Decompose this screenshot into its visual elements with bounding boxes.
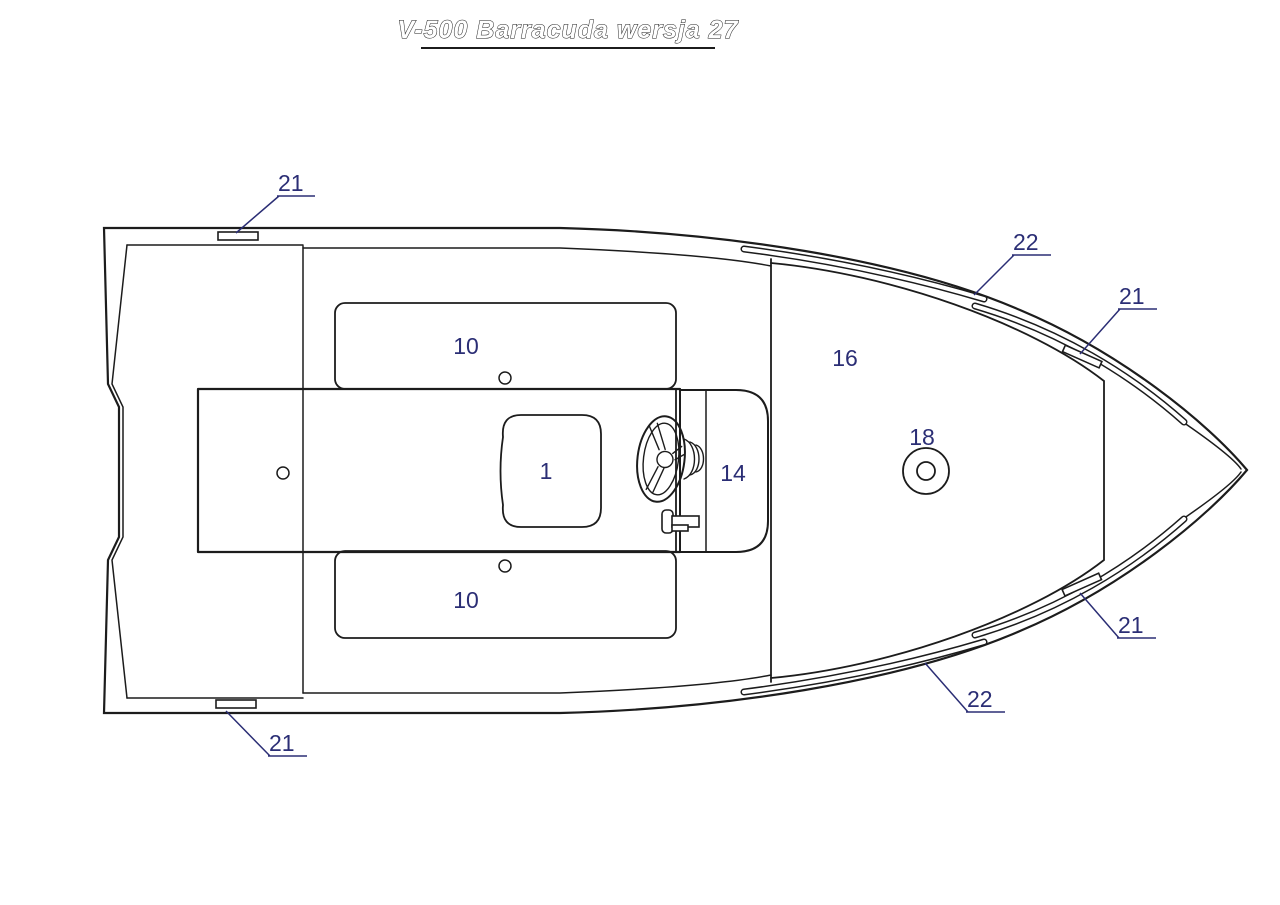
- callout-21-stern-top: 21: [278, 170, 304, 196]
- drawing-layer: [102, 226, 1249, 715]
- hull-outline: [102, 226, 1249, 715]
- callout-leaders: [225, 195, 1157, 757]
- cockpit-floor: [196, 387, 682, 554]
- bench-bottom: [334, 550, 677, 639]
- bench-top-hole: [498, 371, 512, 385]
- rubrail-top: [740, 245, 1188, 426]
- bow-inner-line-top: [1179, 419, 1242, 470]
- bench-top: [334, 302, 677, 390]
- cleat-stern-top: [217, 231, 259, 241]
- bench-bottom-hole: [498, 559, 512, 573]
- leader-cleat-stern-bottom: [225, 710, 307, 757]
- wheel-hub: [656, 450, 674, 469]
- cleat-bow-top: [1061, 344, 1103, 369]
- rubrails: [740, 245, 1188, 696]
- wheel-spokes: [645, 422, 685, 493]
- label-bench-top: 10: [453, 333, 479, 359]
- coaming-inner-bottom: [302, 674, 772, 694]
- console-outline: [679, 389, 769, 553]
- label-foredeck: 16: [832, 345, 858, 371]
- throttle-lever: [661, 509, 700, 534]
- label-console: 14: [720, 460, 746, 486]
- leader-rubrail-top: [973, 254, 1051, 296]
- label-driver-seat: 1: [540, 458, 553, 484]
- fuel-filler-outer: [902, 447, 950, 495]
- leader-cleat-bow-bottom: [1079, 592, 1156, 639]
- wheel-rim-outer: [636, 415, 686, 503]
- leader-cleat-bow-top: [1079, 308, 1157, 355]
- callout-22-bottom: 22: [967, 686, 993, 712]
- floor-drain-hole: [276, 466, 290, 480]
- label-bench-bottom: 10: [453, 587, 479, 613]
- cleat-bow-bottom: [1061, 572, 1103, 597]
- steering-wheel: [636, 415, 686, 503]
- foredeck-edge: [770, 262, 1105, 679]
- leader-cleat-stern-top: [235, 195, 315, 234]
- callout-21-stern-bottom: 21: [269, 730, 295, 756]
- fuel-filler-inner: [916, 461, 936, 481]
- callout-numbers: 21 21 22 22 21 21: [269, 170, 1145, 756]
- leader-rubrail-bottom: [924, 662, 1005, 713]
- callout-21-bow-top: 21: [1119, 283, 1145, 309]
- callout-21-bow-bottom: 21: [1118, 612, 1144, 638]
- transom-inner-line: [111, 244, 128, 699]
- page-title: V-500 Barracuda wersja 27: [398, 16, 739, 44]
- title-block: V-500 Barracuda wersja 27: [397, 16, 739, 49]
- callout-22-top: 22: [1013, 229, 1039, 255]
- helm-drum: [683, 438, 705, 480]
- coaming-inner-top: [302, 247, 772, 267]
- bow-inner-line-bottom: [1179, 471, 1242, 522]
- cleat-stern-bottom: [215, 699, 257, 709]
- rubrail-bottom: [740, 515, 1188, 696]
- driver-seat: [499, 414, 602, 528]
- label-fuel-filler: 18: [909, 424, 935, 450]
- wheel-rim-inner: [642, 422, 680, 496]
- part-numbers: 10 10 1 14 16 18: [453, 333, 935, 613]
